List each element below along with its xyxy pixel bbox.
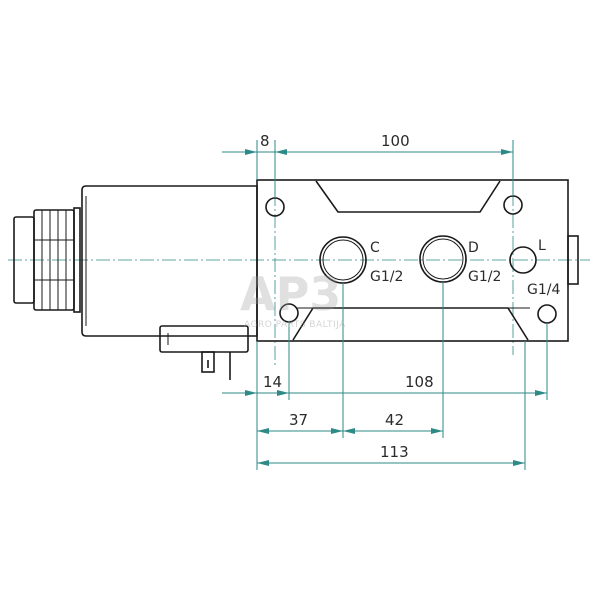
port-d-label: D (468, 240, 479, 256)
dimension-14: 14 (263, 373, 282, 391)
port-l-label: L (538, 238, 546, 254)
dimension-37: 37 (289, 411, 308, 429)
dimension-row-3 (257, 460, 525, 466)
dimension-row-1 (222, 390, 547, 396)
port-d-thread: G1/2 (468, 269, 501, 285)
solenoid-connector (13, 207, 81, 313)
dimension-113: 113 (380, 443, 409, 461)
solenoid-coil (81, 185, 258, 337)
dimension-row-2 (257, 428, 443, 434)
electrical-plug (159, 325, 249, 380)
bolt-hole-bottom-right (537, 304, 557, 324)
dimension-42: 42 (385, 411, 404, 429)
watermark-logo: AP3 (240, 267, 341, 321)
port-c-label: C (370, 240, 380, 256)
dimension-8: 8 (260, 132, 270, 150)
dimension-top (222, 140, 514, 198)
dimension-extensions-bottom (256, 282, 548, 470)
port-l (509, 246, 537, 274)
watermark-subtitle: AGRO PARTS BALTIJA (244, 320, 346, 330)
dimension-100: 100 (381, 132, 410, 150)
valve-body (256, 179, 579, 342)
port-c-thread: G1/2 (370, 269, 403, 285)
port-d (419, 235, 467, 283)
dimension-108: 108 (405, 373, 434, 391)
port-l-thread: G1/4 (527, 282, 560, 298)
